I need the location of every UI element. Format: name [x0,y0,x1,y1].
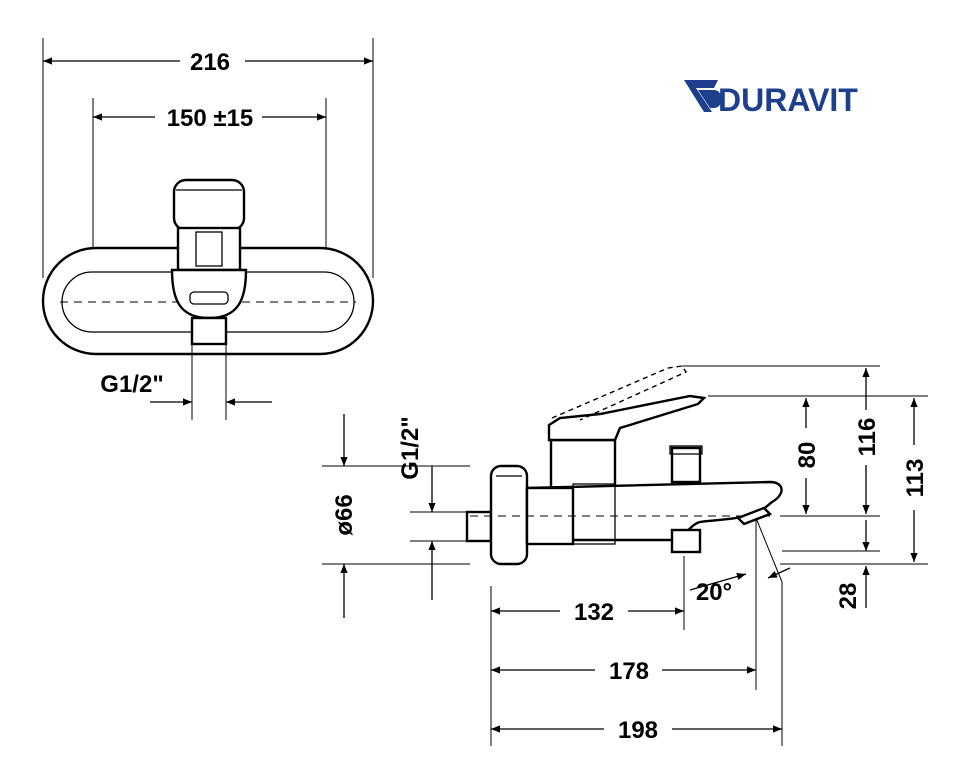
dim-label-rosette-diameter: ø66 [331,494,358,535]
angle-arrow-left [689,573,747,591]
side-view: ø66 G1/2" 20° [322,365,929,746]
angle-line-spout [755,517,783,583]
dim-label-spout-axis-height: 80 [794,442,821,469]
duravit-logo-mark [684,80,722,112]
side-lever [547,394,707,442]
front-spout-head [170,268,248,320]
duravit-logo: DURAVIT [684,80,858,118]
side-connector-sleeve [525,486,575,546]
dim-label-total-height: 113 [902,459,929,498]
duravit-logo-wordmark: DURAVIT [718,82,858,118]
dim-label-inlet-thread: G1/2" [397,416,424,479]
front-mixer-body [176,226,242,272]
dim-label-spout-angle: 20° [696,579,732,606]
front-lever-cap [172,178,246,232]
front-spout-aerator [189,291,229,305]
angle-arrow [767,567,791,579]
front-view: 216 150 ±15 G1/2" [41,38,375,420]
side-diverter-knob [670,446,702,484]
side-aerator [735,506,773,526]
dim-label-lever-height: 116 [854,418,881,457]
front-outlet-connector [190,316,228,346]
dim-label-depth-178: 178 [609,658,649,685]
side-hose-outlet [670,528,702,554]
dim-label-connection-spacing: 150 ±15 [167,105,254,132]
side-diverter-cap [669,445,703,455]
dim-label-overall-width: 216 [190,49,230,76]
side-lever-open-position [551,365,688,421]
side-connector-nut [572,483,616,545]
dim-label-outlet-thread: G1/2" [100,371,163,398]
side-rosette [489,464,529,566]
dim-label-outlet-offset: 28 [835,583,862,610]
dim-label-depth-198: 198 [618,717,658,744]
dim-label-depth-132: 132 [574,599,614,626]
front-mixer-core [195,231,223,267]
